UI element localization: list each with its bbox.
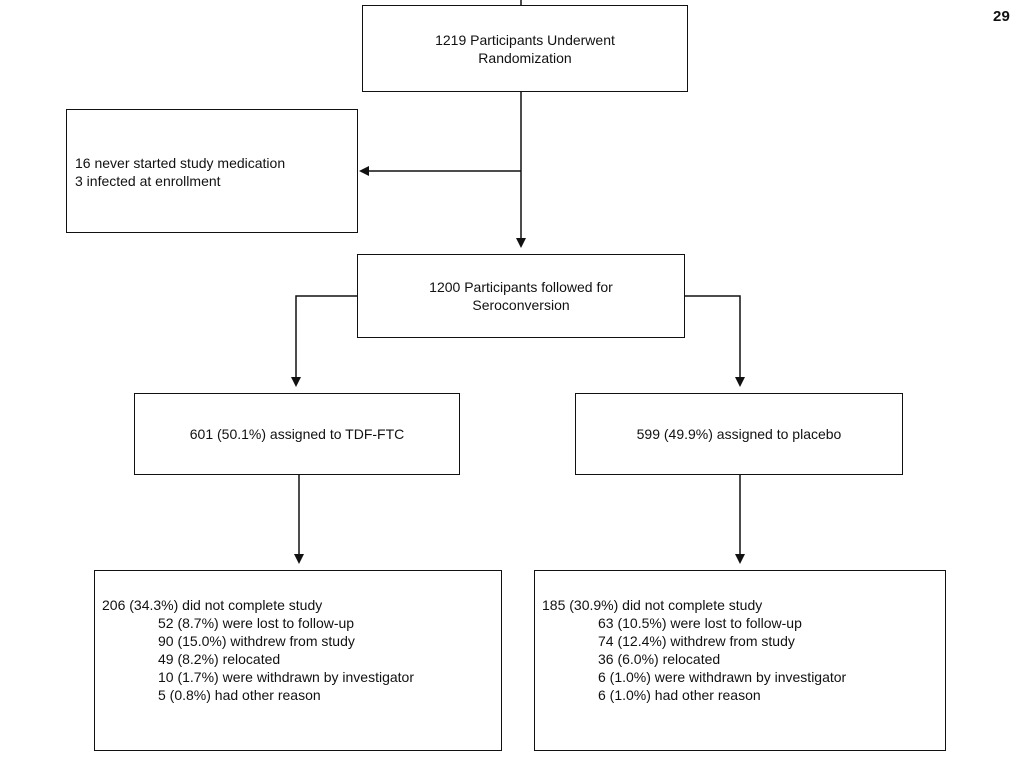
excluded-box: 16 never started study medication 3 infe… bbox=[66, 109, 358, 233]
excluded-lines: 16 never started study medication 3 infe… bbox=[75, 154, 285, 190]
tdf-outcome-lines: 206 (34.3%) did not complete study 52 (8… bbox=[102, 596, 414, 704]
placebo-outcome-summary: 185 (30.9%) did not complete study bbox=[542, 597, 763, 613]
placebo-reason-other: 6 (1.0%) had other reason bbox=[598, 687, 761, 703]
followed-to-tdf-arrow bbox=[291, 295, 357, 387]
placebo-arm-box: 599 (49.9%) assigned to placebo bbox=[575, 393, 903, 475]
tdf-reason-relocated: 49 (8.2%) relocated bbox=[158, 651, 281, 667]
placebo-reason-lost: 63 (10.5%) were lost to follow-up bbox=[598, 615, 802, 631]
followed-box: 1200 Participants followed for Seroconve… bbox=[357, 254, 685, 338]
placebo-reason-investigator: 6 (1.0%) were withdrawn by investigator bbox=[598, 669, 847, 685]
tdf-reason-investigator: 10 (1.7%) were withdrawn by investigator bbox=[158, 669, 415, 685]
tdf-outcome-summary: 206 (34.3%) did not complete study bbox=[102, 597, 323, 613]
placebo-reason-relocated: 36 (6.0%) relocated bbox=[598, 651, 721, 667]
tdf-outcome-box: 206 (34.3%) did not complete study 52 (8… bbox=[94, 570, 502, 751]
placebo-outcome-box: 185 (30.9%) did not complete study 63 (1… bbox=[534, 570, 946, 751]
tdf-reason-withdrew: 90 (15.0%) withdrew from study bbox=[158, 633, 355, 649]
randomization-box: 1219 Participants Underwent Randomizatio… bbox=[362, 5, 688, 92]
followed-to-placebo-arrow bbox=[685, 295, 745, 387]
tdf-arm-box: 601 (50.1%) assigned to TDF-FTC bbox=[134, 393, 460, 475]
never-started-text: 16 never started study medication bbox=[75, 155, 286, 171]
placebo-reason-withdrew: 74 (12.4%) withdrew from study bbox=[598, 633, 795, 649]
followed-text: 1200 Participants followed for Seroconve… bbox=[429, 279, 613, 313]
infected-text: 3 infected at enrollment bbox=[75, 173, 221, 189]
page-number: 29 bbox=[993, 8, 1011, 25]
placebo-outcome-lines: 185 (30.9%) did not complete study 63 (1… bbox=[542, 596, 846, 704]
tdf-arm-label: 601 (50.1%) assigned to TDF-FTC bbox=[189, 426, 405, 442]
tdf-reason-lost: 52 (8.7%) were lost to follow-up bbox=[158, 615, 355, 631]
randomization-text: 1219 Participants Underwent Randomizatio… bbox=[435, 31, 615, 66]
tdf-reason-other: 5 (0.8%) had other reason bbox=[158, 687, 321, 703]
placebo-arm-label: 599 (49.9%) assigned to placebo bbox=[636, 426, 842, 442]
